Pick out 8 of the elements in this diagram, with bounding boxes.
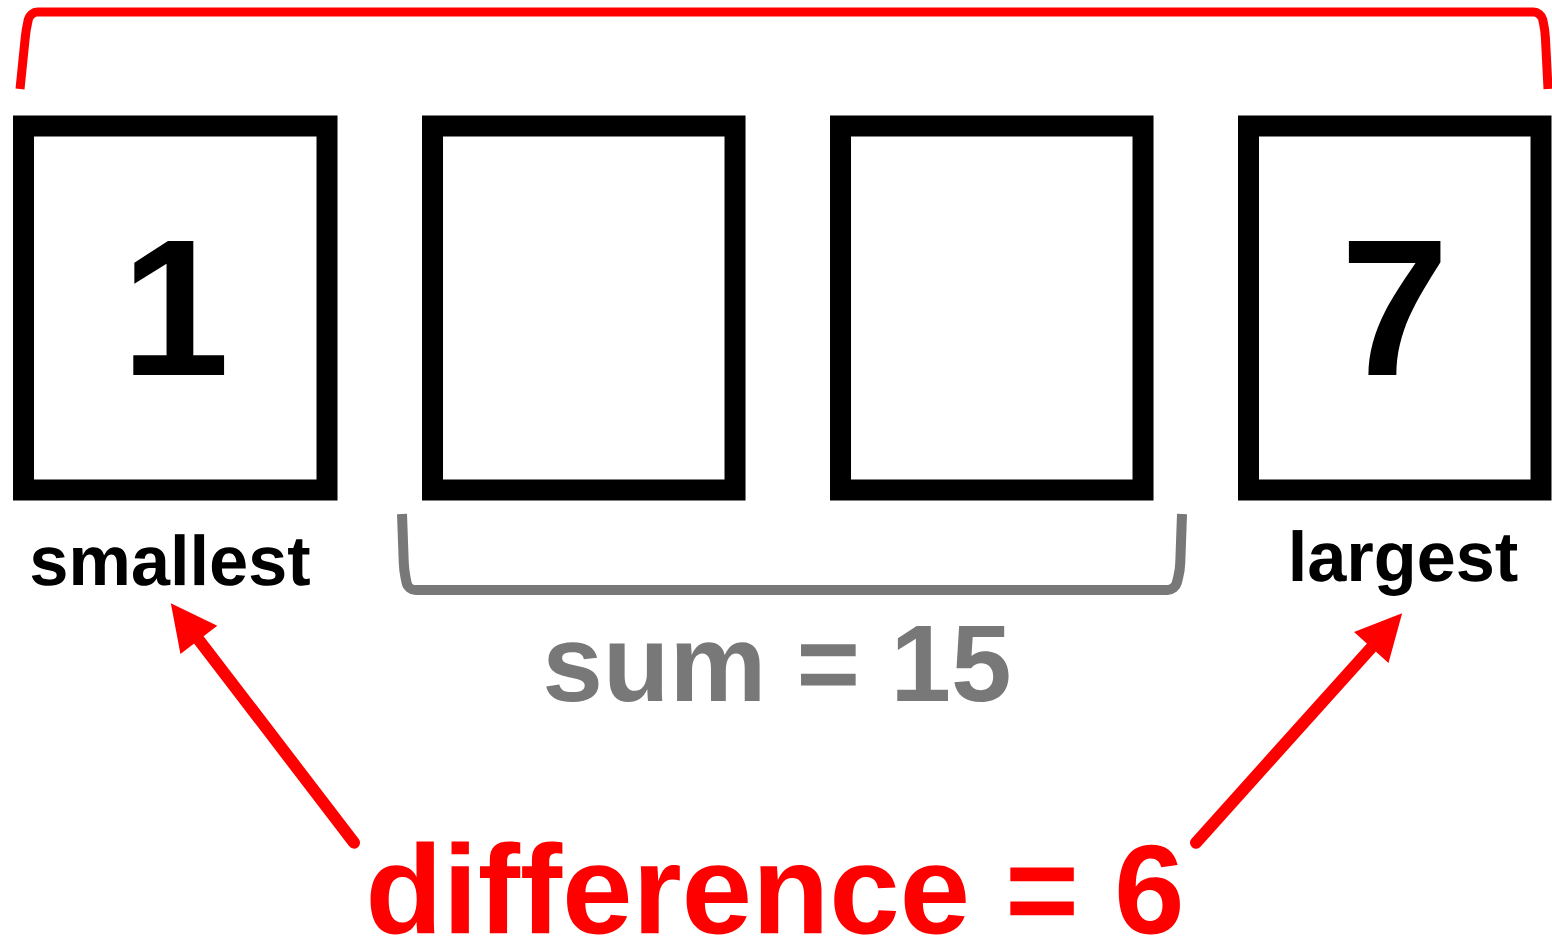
result-label: difference = 6 — [370, 841, 1180, 935]
number-box: 1 — [13, 115, 338, 501]
word-label: smallest — [31, 534, 310, 586]
empty-box — [830, 115, 1154, 501]
number-box: 7 — [1238, 115, 1552, 501]
empty-box — [422, 115, 746, 501]
word-label: largest — [1292, 530, 1518, 596]
sum-label: sum = 15 — [546, 626, 1009, 702]
